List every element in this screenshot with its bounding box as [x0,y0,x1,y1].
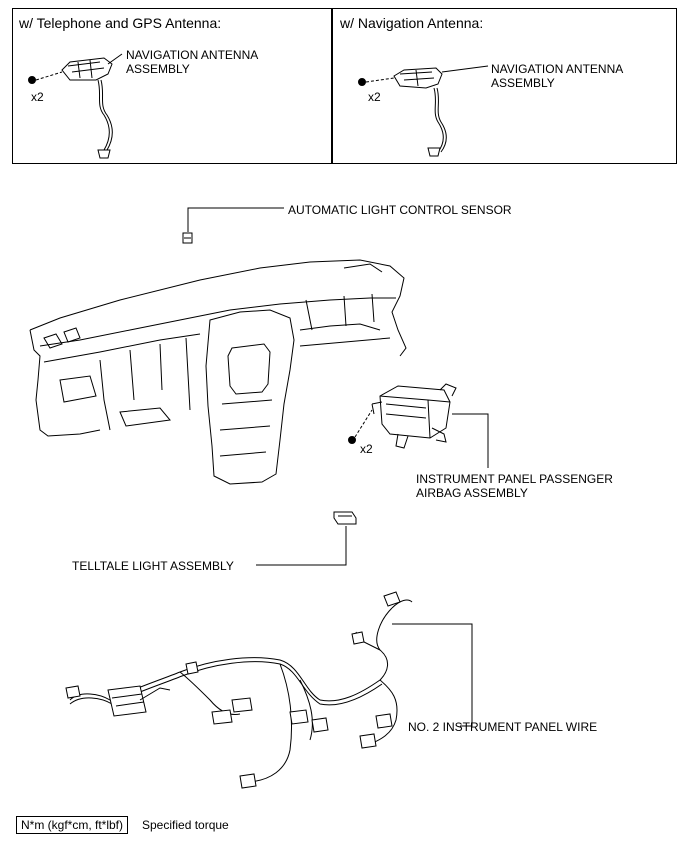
panel-right-frame [331,8,677,164]
right-antenna-label-line1: NAVIGATION ANTENNA [491,62,624,76]
instrument-panel-outline [29,259,407,485]
airbag-label-line2: AIRBAG ASSEMBLY [416,486,528,500]
airbag-screw-icon [348,409,373,444]
wire-leader [392,623,473,727]
left-antenna-leader [107,53,123,65]
right-antenna-label-line2: ASSEMBLY [491,76,555,90]
right-navigation-antenna [393,67,447,157]
panel-left-frame [12,8,333,164]
airbag-assembly-part [371,383,457,449]
right-screw-icon [358,77,395,86]
panel-left-header: w/ Telephone and GPS Antenna: [19,15,222,31]
right-antenna-qty: x2 [368,90,381,104]
left-antenna-label-line2: ASSEMBLY [126,62,190,76]
torque-legend-symbol: N*m (kgf*cm, ft*lbf) [16,816,129,834]
left-screw-icon [28,71,63,84]
light-sensor-part [182,232,193,244]
wire-harness-part [65,591,413,789]
right-antenna-leader [441,65,489,73]
telltale-leader [256,526,347,566]
wire-label: NO. 2 INSTRUMENT PANEL WIRE [408,720,598,734]
panel-right-header: w/ Navigation Antenna: [340,15,484,31]
light-sensor-label: AUTOMATIC LIGHT CONTROL SENSOR [288,203,512,217]
airbag-label-line1: INSTRUMENT PANEL PASSENGER [416,472,613,486]
telltale-label: TELLTALE LIGHT ASSEMBLY [72,559,234,573]
airbag-leader [452,413,489,468]
telltale-light-part [333,511,357,525]
light-sensor-leader [187,207,284,232]
torque-legend-text: Specified torque [142,818,229,832]
left-antenna-label-line1: NAVIGATION ANTENNA [126,48,259,62]
left-antenna-qty: x2 [31,90,44,104]
left-navigation-antenna [61,57,113,159]
airbag-qty: x2 [360,442,373,456]
